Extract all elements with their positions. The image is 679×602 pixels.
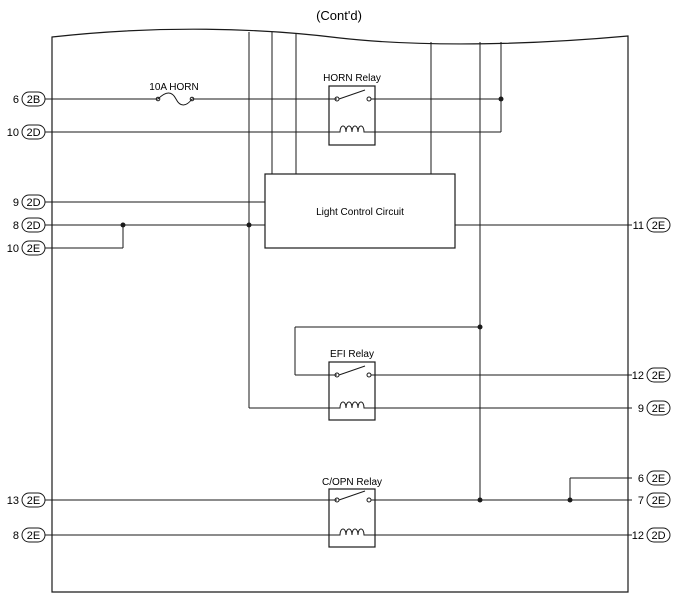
svg-text:2D: 2D [651, 530, 665, 542]
left-terminal: 10 2E [7, 240, 46, 256]
left-terminal: 13 2E [7, 492, 46, 508]
svg-text:8: 8 [13, 220, 19, 232]
right-terminal: 12 2D [632, 527, 671, 543]
svg-text:2D: 2D [26, 220, 40, 232]
svg-text:9: 9 [13, 197, 19, 209]
svg-text:2D: 2D [26, 127, 40, 139]
horn-relay-coil [335, 125, 369, 133]
svg-text:2D: 2D [26, 197, 40, 209]
svg-text:10: 10 [7, 243, 19, 255]
horn-relay-label: HORN Relay [323, 73, 381, 84]
svg-text:12: 12 [632, 370, 644, 382]
efi-relay-coil [335, 401, 369, 409]
svg-text:7: 7 [638, 495, 644, 507]
svg-text:6: 6 [638, 473, 644, 485]
svg-text:2E: 2E [27, 495, 40, 507]
svg-text:2E: 2E [652, 495, 665, 507]
right-terminal: 11 2E [633, 217, 671, 233]
right-terminal: 6 2E [638, 470, 671, 486]
svg-text:13: 13 [7, 495, 19, 507]
svg-text:2E: 2E [652, 220, 665, 232]
svg-text:12: 12 [632, 530, 644, 542]
svg-text:2E: 2E [652, 403, 665, 415]
fuse-symbol [157, 92, 193, 106]
left-terminal: 6 2B [13, 91, 46, 107]
left-terminal: 8 2D [13, 217, 46, 233]
copn-relay-box [328, 488, 376, 548]
svg-text:2E: 2E [652, 370, 665, 382]
svg-text:6: 6 [13, 94, 19, 106]
efi-relay-label: EFI Relay [330, 349, 374, 360]
copn-relay-coil [335, 528, 369, 536]
svg-text:9: 9 [638, 403, 644, 415]
light-control-box [264, 173, 456, 249]
outer-frame [51, 28, 629, 593]
copn-relay-label: C/OPN Relay [322, 477, 382, 488]
left-terminal: 9 2D [13, 194, 46, 210]
fuse-label: 10A HORN [149, 82, 198, 93]
light-control-label: Light Control Circuit [316, 207, 404, 218]
svg-text:2B: 2B [27, 94, 40, 106]
right-terminal: 12 2E [632, 367, 671, 383]
left-terminal: 8 2E [13, 527, 46, 543]
svg-text:2E: 2E [652, 473, 665, 485]
right-terminal: 7 2E [638, 492, 671, 508]
svg-text:2E: 2E [27, 243, 40, 255]
svg-text:2E: 2E [27, 530, 40, 542]
right-terminal: 9 2E [638, 400, 671, 416]
diagram-title: (Cont'd) [316, 8, 362, 23]
svg-text:8: 8 [13, 530, 19, 542]
efi-relay-box [328, 361, 376, 421]
left-terminal: 10 2D [7, 124, 46, 140]
svg-text:11: 11 [633, 220, 644, 232]
horn-relay-box [328, 85, 376, 146]
svg-text:10: 10 [7, 127, 19, 139]
